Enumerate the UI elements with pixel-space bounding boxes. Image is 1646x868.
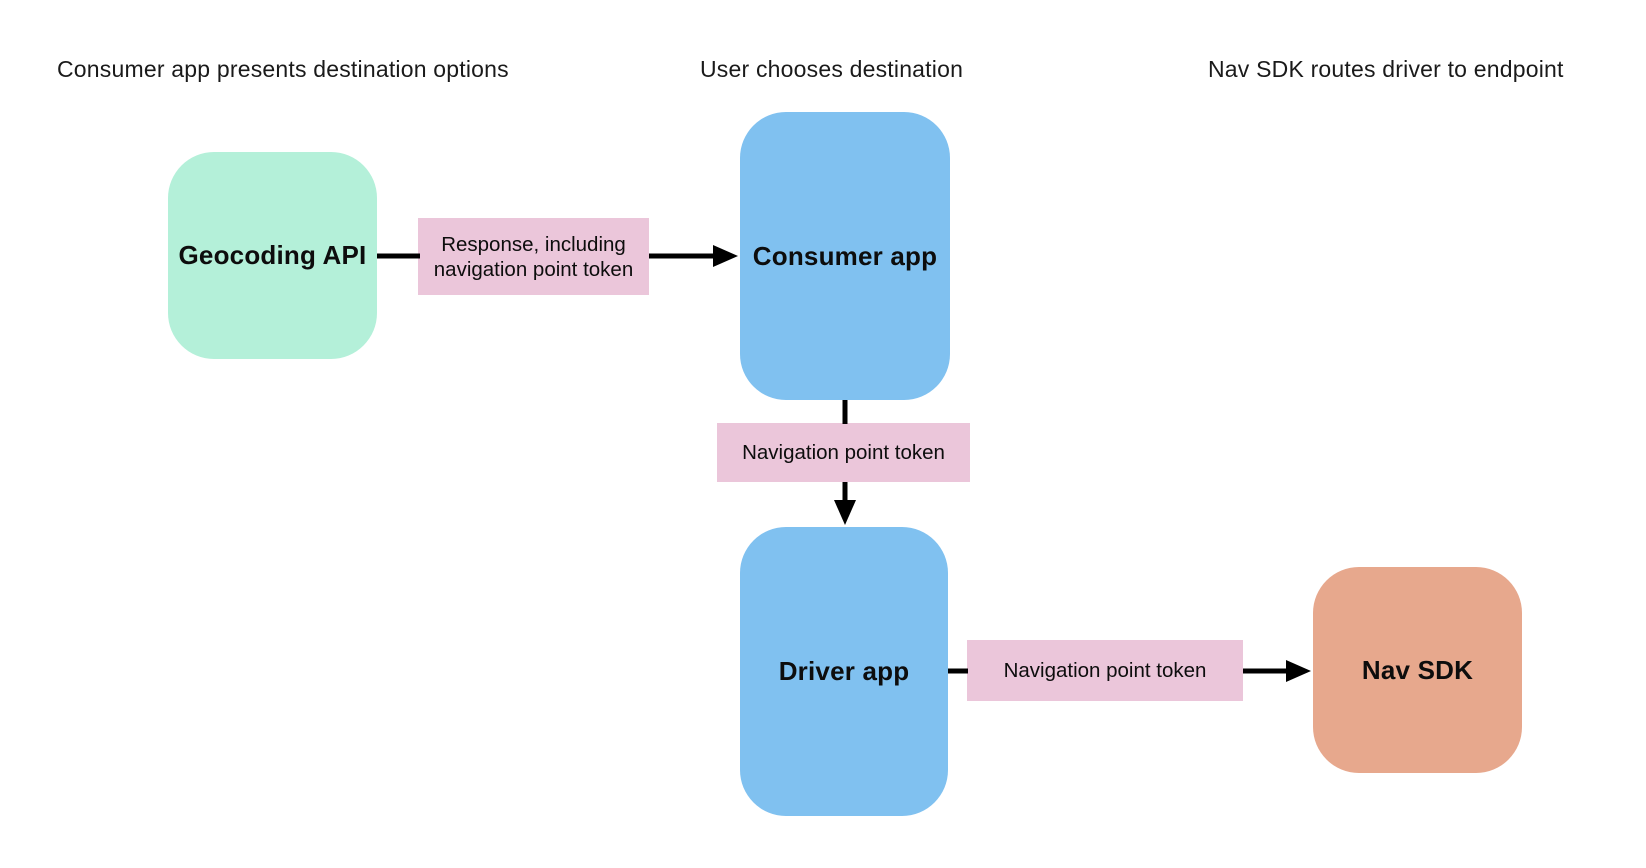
arrowhead-into-nav-sdk: [1286, 660, 1311, 682]
node-nav-sdk: Nav SDK: [1313, 567, 1522, 773]
column-header-navsdk-routes: Nav SDK routes driver to endpoint: [1208, 56, 1564, 82]
node-geocoding-api: Geocoding API: [168, 152, 377, 359]
node-consumer-app-label: Consumer app: [752, 240, 938, 271]
edge-label-response-including-token: Response, including navigation point tok…: [418, 218, 649, 295]
edge-label-navigation-point-token-horizontal: Navigation point token: [967, 640, 1243, 701]
node-driver-app: Driver app: [740, 527, 948, 816]
arrowhead-into-driver-app: [834, 500, 856, 525]
arrowhead-into-consumer-app: [713, 245, 738, 267]
column-header-consumer-presents: Consumer app presents destination option…: [57, 56, 509, 82]
node-driver-app-label: Driver app: [778, 656, 910, 686]
node-nav-sdk-label: Nav SDK: [1361, 654, 1474, 685]
node-consumer-app: Consumer app: [740, 112, 950, 400]
column-header-user-chooses: User chooses destination: [700, 56, 964, 82]
edge-label-navigation-point-token-vertical: Navigation point token: [717, 423, 970, 482]
node-geocoding-api-label: Geocoding API: [178, 240, 367, 270]
